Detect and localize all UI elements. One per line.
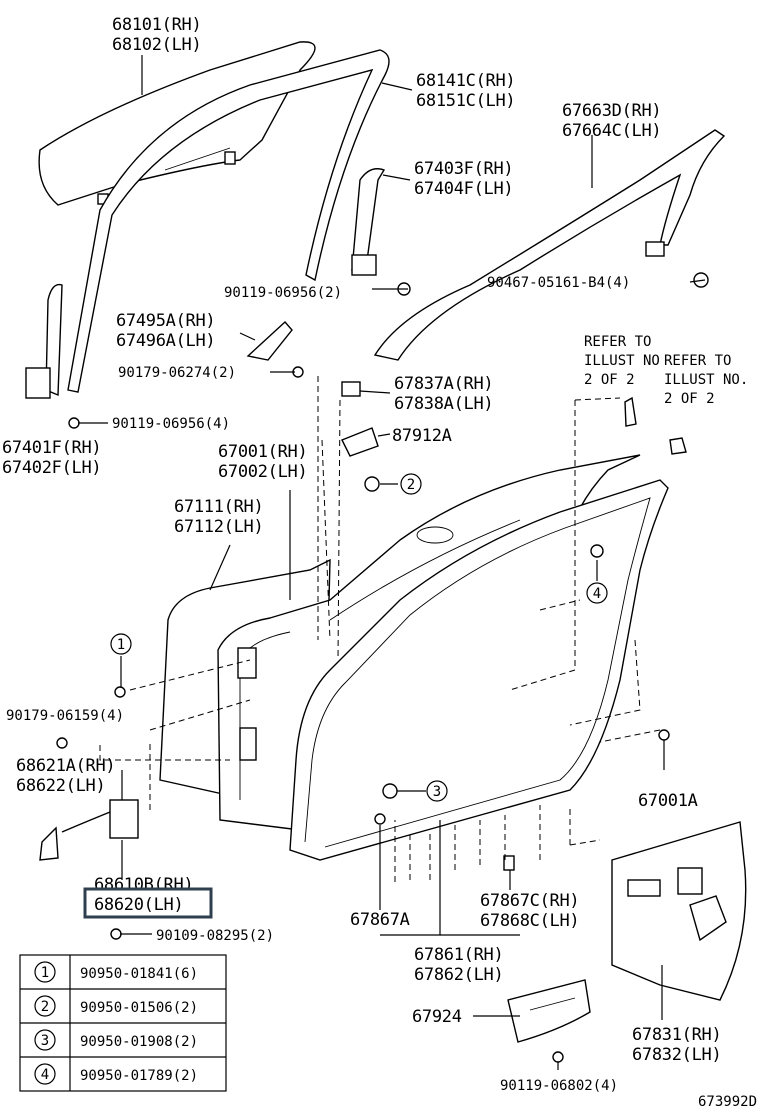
callout-2-text: 2 <box>407 477 415 493</box>
label-weather-lh: 67838A(LH) <box>394 394 493 414</box>
label-ws-lh: 67862(LH) <box>414 965 503 985</box>
clip-4-drawing <box>590 544 604 558</box>
label-bracket: 67924 <box>412 1007 462 1027</box>
refer-note-1-line2: ILLUST NO. <box>584 353 668 369</box>
weatherstrip-piece-drawing <box>341 381 361 397</box>
legend-row-part: 90950-01789(2) <box>80 1068 198 1084</box>
label-bolt-c: 90119-06956(4) <box>112 416 230 432</box>
label-frame-lh: 67404F(LH) <box>414 179 513 199</box>
label-bolt-d: 90109-08295(2) <box>156 928 274 944</box>
label-ws-rh: 67861(RH) <box>414 945 503 965</box>
rear-frame-drawing <box>25 283 80 429</box>
legend-row: 2 90950-01506(2) <box>34 995 198 1017</box>
highlight-box <box>83 887 213 919</box>
diagram-id: 673992D <box>698 1094 757 1110</box>
legend-table: 1 90950-01841(6) 2 90950-01506(2) 3 9095… <box>19 954 227 1092</box>
legend-row-num: 2 <box>41 999 49 1015</box>
callout-4-circle <box>586 582 608 604</box>
label-weather-rh: 67837A(RH) <box>394 374 493 394</box>
callout-3-circle <box>426 780 448 802</box>
clip-2-drawing <box>364 476 380 492</box>
label-film-lh: 67832(LH) <box>632 1045 721 1065</box>
seal-67867a-drawing <box>374 813 386 825</box>
callout-1-text: 1 <box>117 637 125 653</box>
legend-row-part: 90950-01908(2) <box>80 1034 198 1050</box>
legend-row-part: 90950-01506(2) <box>80 1000 198 1016</box>
stopper-bolt-drawing <box>56 737 68 749</box>
hinge-drawing <box>39 799 139 940</box>
label-seal-a: 67867A <box>350 910 410 930</box>
nut-drawing <box>114 686 126 698</box>
callout-3-text: 3 <box>433 784 441 800</box>
label-frame-rh: 67403F(RH) <box>414 159 513 179</box>
ref-clip-a-drawing <box>624 396 637 427</box>
refer-note-1-line3: 2 OF 2 <box>584 372 635 388</box>
label-door-lh: 67002(LH) <box>218 462 307 482</box>
label-glass-lh: 68102(LH) <box>112 35 201 55</box>
legend-row-num: 4 <box>41 1067 49 1083</box>
door-weatherstrip-drawing <box>289 479 669 861</box>
label-glass-rh: 68101(RH) <box>112 15 201 35</box>
seal-67867c-drawing <box>503 855 515 871</box>
label-door-rh: 67001(RH) <box>218 442 307 462</box>
dashed-guides <box>99 376 661 882</box>
glass-run-drawing <box>67 49 390 393</box>
part-labels: 68101(RH) 68102(LH) 68141C(RH) 68151C(LH… <box>2 15 757 1110</box>
callout-1-circle <box>110 633 132 655</box>
label-outer-rh: 67111(RH) <box>174 497 263 517</box>
legend-row: 3 90950-01908(2) <box>34 1029 198 1051</box>
label-bolt-b: 90467-05161-B4(4) <box>487 275 630 291</box>
refer-note-2-line2: ILLUST NO. <box>664 372 748 388</box>
label-seal-c-lh: 67868C(LH) <box>480 911 579 931</box>
label-bolt-e: 90119-06802(4) <box>500 1078 618 1094</box>
leader-lines <box>78 55 706 1070</box>
callouts: 1 2 3 4 <box>110 473 608 802</box>
plug-drawing <box>658 729 670 741</box>
legend-row-num: 3 <box>41 1033 49 1049</box>
label-molding-lh: 67664C(LH) <box>562 121 661 141</box>
refer-note-2-line1: REFER TO <box>664 353 731 369</box>
label-stopper-lh: 68622(LH) <box>16 776 105 796</box>
service-film-drawing <box>611 821 747 1001</box>
label-cover-lh: 67496A(LH) <box>116 331 215 351</box>
refer-notes: REFER TO ILLUST NO. 2 OF 2 REFER TO ILLU… <box>584 334 758 407</box>
label-hinge-lh: 68620(LH) <box>94 895 183 915</box>
legend-row-part: 90950-01841(6) <box>80 966 198 982</box>
label-nut-a: 90179-06159(4) <box>6 708 124 724</box>
label-plug: 67001A <box>638 791 698 811</box>
label-cover-rh: 67495A(RH) <box>116 311 215 331</box>
bracket-drawing <box>507 979 591 1063</box>
legend-row-num: 1 <box>41 965 49 981</box>
label-molding-rh: 67663D(RH) <box>562 101 661 121</box>
callout-4-text: 4 <box>593 586 601 602</box>
ref-clip-b-drawing <box>669 437 687 455</box>
label-pad: 87912A <box>392 426 452 446</box>
front-frame-drawing <box>351 168 411 296</box>
label-rear-frame-rh: 67401F(RH) <box>2 438 101 458</box>
label-bolt-a: 90119-06956(2) <box>224 285 342 301</box>
legend-row: 1 90950-01841(6) <box>34 961 198 983</box>
label-run-lh: 68151C(LH) <box>416 91 515 111</box>
label-clip-a: 90179-06274(2) <box>118 365 236 381</box>
label-stopper-rh: 68621A(RH) <box>16 756 115 776</box>
clip-3-drawing <box>382 783 398 799</box>
label-film-rh: 67831(RH) <box>632 1025 721 1045</box>
belt-molding-drawing <box>373 129 726 361</box>
refer-note-2-line3: 2 OF 2 <box>664 391 715 407</box>
label-run-rh: 68141C(RH) <box>416 71 515 91</box>
refer-note-1-line1: REFER TO <box>584 334 651 350</box>
corner-cover-drawing <box>246 320 304 378</box>
label-seal-c-rh: 67867C(RH) <box>480 891 579 911</box>
callout-2-circle <box>400 473 422 495</box>
legend-row: 4 90950-01789(2) <box>34 1063 198 1085</box>
label-rear-frame-lh: 67402F(LH) <box>2 458 101 478</box>
pad-drawing <box>341 427 379 457</box>
label-outer-lh: 67112(LH) <box>174 517 263 537</box>
